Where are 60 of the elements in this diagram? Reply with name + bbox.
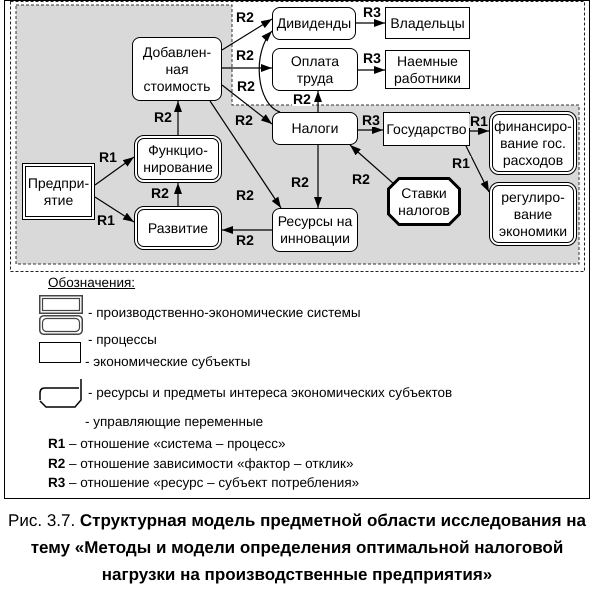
arrow [470,127,489,135]
arrow [222,226,272,234]
arrow [465,146,490,192]
resource-box: Оплата труда [272,48,358,91]
edge-label: R3 [362,5,382,19]
arrow [94,196,134,223]
arrow [258,30,280,113]
subject-box: Владельцы [385,7,470,39]
process-box: финансиро- вание гос. расходов [489,111,577,175]
process-box: Развитие [134,206,222,250]
arrow [314,145,322,208]
arrow [174,183,182,206]
process-box: регулиро- вание экономики [489,182,577,246]
edge-label: R2 [236,79,256,93]
relation-definition: R3 – отношение «ресурс – субъект потребления» [48,475,360,491]
resource-box: Налоги [272,112,358,145]
resource-box: Ресурсы на инновации [272,208,358,252]
arrow [174,101,182,135]
legend-text: - управляющие переменные [85,414,264,430]
relation-definition: R1 – отношение «система – процесс» [48,436,286,452]
resource-box: Дивиденды [272,7,356,40]
subject-box: Государство [383,112,470,146]
resource-box: Добавлен- ная стоимость [132,37,222,101]
arrow [222,84,272,124]
arrow [350,144,394,184]
edge-label: R2 [235,10,255,24]
relation-definition: R2 – отношение зависимости «фактор – отклик» [48,456,354,472]
edge-label: R3 [361,113,381,127]
edge-label: R1 [98,150,118,164]
edge-label: R2 [150,186,170,200]
edge-label: R2 [351,172,371,186]
edge-label: R1 [451,156,471,170]
arrow [222,64,272,72]
arrow [94,156,134,186]
edge-label: R2 [292,92,312,106]
legend-heading: Обозначения: [48,275,136,291]
arrow [358,126,383,134]
edge-label: R2 [235,48,255,62]
legend-text: - ресурсы и предметы интереса экономических субъектов [88,385,452,401]
edge-label: R1 [469,114,489,128]
system-box: Предпри- ятие [22,163,95,220]
control-variable-octagon: Ставки налогов [387,177,461,226]
legend-text: - процессы [88,332,157,348]
legend-text: - производственно-экономические системы [88,305,361,321]
edge-label: R2 [234,113,254,127]
arrow [314,91,322,112]
edge-label: R3 [362,51,382,65]
figure-caption: Рис. 3.7. Структурная модель предметной области исследования на тему «Методы и модели определения оптимальной налоговой нагрузки на производственные предприятия» [7,510,587,586]
arrow [210,100,282,208]
edge-label: R2 [153,110,173,124]
legend-text: - экономические субъекты [85,354,250,370]
process-box: Функцио- нирование [134,135,222,183]
arrow [222,18,272,50]
edge-label: R2 [235,188,255,202]
subject-box: Наемные работники [385,50,470,89]
edge-label: R2 [290,175,310,189]
edge-label: R1 [96,213,116,227]
edge-label: R2 [235,233,255,247]
arrow [356,19,385,27]
arrow [358,66,385,74]
